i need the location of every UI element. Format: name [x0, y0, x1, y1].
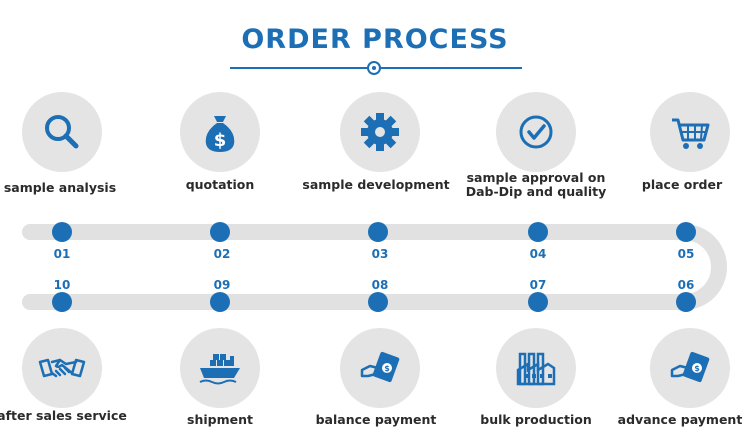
- money-bag-icon: $: [180, 92, 260, 172]
- step-number: 10: [53, 278, 71, 292]
- gear-icon: [340, 92, 420, 172]
- step-number: 06: [677, 278, 695, 292]
- timeline-dot: [528, 292, 548, 312]
- step-number: 05: [677, 247, 695, 261]
- timeline-dot: [676, 222, 696, 242]
- svg-text:$: $: [694, 364, 700, 373]
- step-number: 08: [371, 278, 389, 292]
- step-number: 04: [529, 247, 547, 261]
- step-label: balance payment: [315, 412, 437, 427]
- step-number: 09: [213, 278, 231, 292]
- ship-icon: [180, 328, 260, 408]
- step-number: 07: [529, 278, 547, 292]
- page-title: ORDER PROCESS: [241, 24, 509, 55]
- shopping-cart-icon: [650, 92, 730, 172]
- step-number: 01: [53, 247, 71, 261]
- handshake-icon: [22, 328, 102, 408]
- magnifier-icon: [22, 92, 102, 172]
- step-label: bulk production: [480, 412, 592, 427]
- step-number: 03: [371, 247, 389, 261]
- timeline-dot: [52, 222, 72, 242]
- step-label: sample analysis: [3, 180, 117, 195]
- step-label: after sales service: [0, 408, 127, 423]
- step-number: 02: [213, 247, 231, 261]
- svg-text:$: $: [384, 364, 390, 373]
- timeline-dot: [528, 222, 548, 242]
- factory-icon: [496, 328, 576, 408]
- step-label: place order: [641, 177, 723, 192]
- step-label: quotation: [185, 177, 255, 192]
- timeline-dot: [52, 292, 72, 312]
- title-divider-dot: [367, 61, 381, 75]
- timeline-dot: [368, 222, 388, 242]
- svg-text:$: $: [214, 130, 227, 151]
- payment-card-icon: $: [650, 328, 730, 408]
- payment-card-icon: $: [340, 328, 420, 408]
- timeline-dot: [676, 292, 696, 312]
- timeline-dot: [210, 222, 230, 242]
- timeline-dot: [368, 292, 388, 312]
- step-label: advance payment: [617, 412, 743, 427]
- step-label: shipment: [187, 412, 253, 427]
- step-label: sample development: [302, 177, 450, 192]
- timeline-dot: [210, 292, 230, 312]
- step-label: sample approval on Dab-Dip and quality: [465, 170, 607, 199]
- checkmark-icon: [496, 92, 576, 172]
